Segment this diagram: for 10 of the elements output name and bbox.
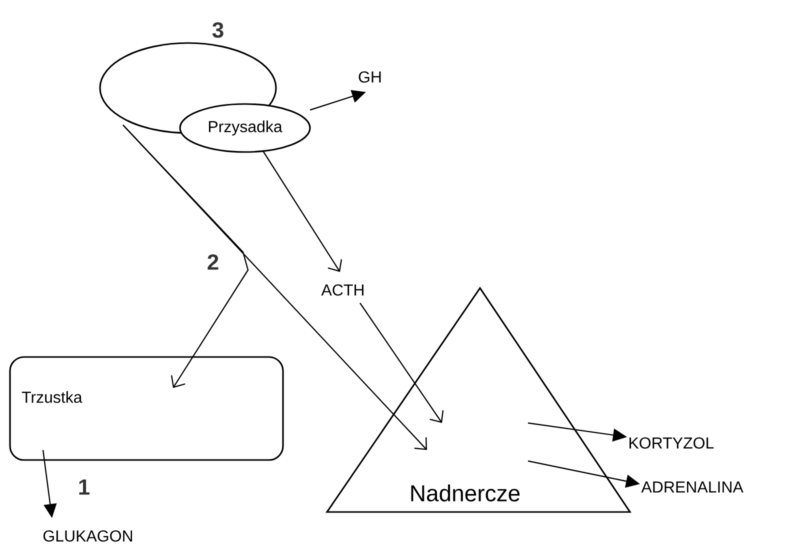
hormone-label: GLUKAGON <box>43 530 132 542</box>
hormone-label: ADRENALINA <box>641 482 744 492</box>
callout-number: 2 <box>208 254 218 270</box>
arrow <box>122 124 249 388</box>
organ-box: Trzustka <box>9 356 284 461</box>
arrow <box>262 150 342 272</box>
hormone-label: KORTYZOL <box>630 437 714 449</box>
hormone-label: GH <box>358 71 381 83</box>
arrow <box>122 124 427 450</box>
arrow <box>360 302 444 423</box>
